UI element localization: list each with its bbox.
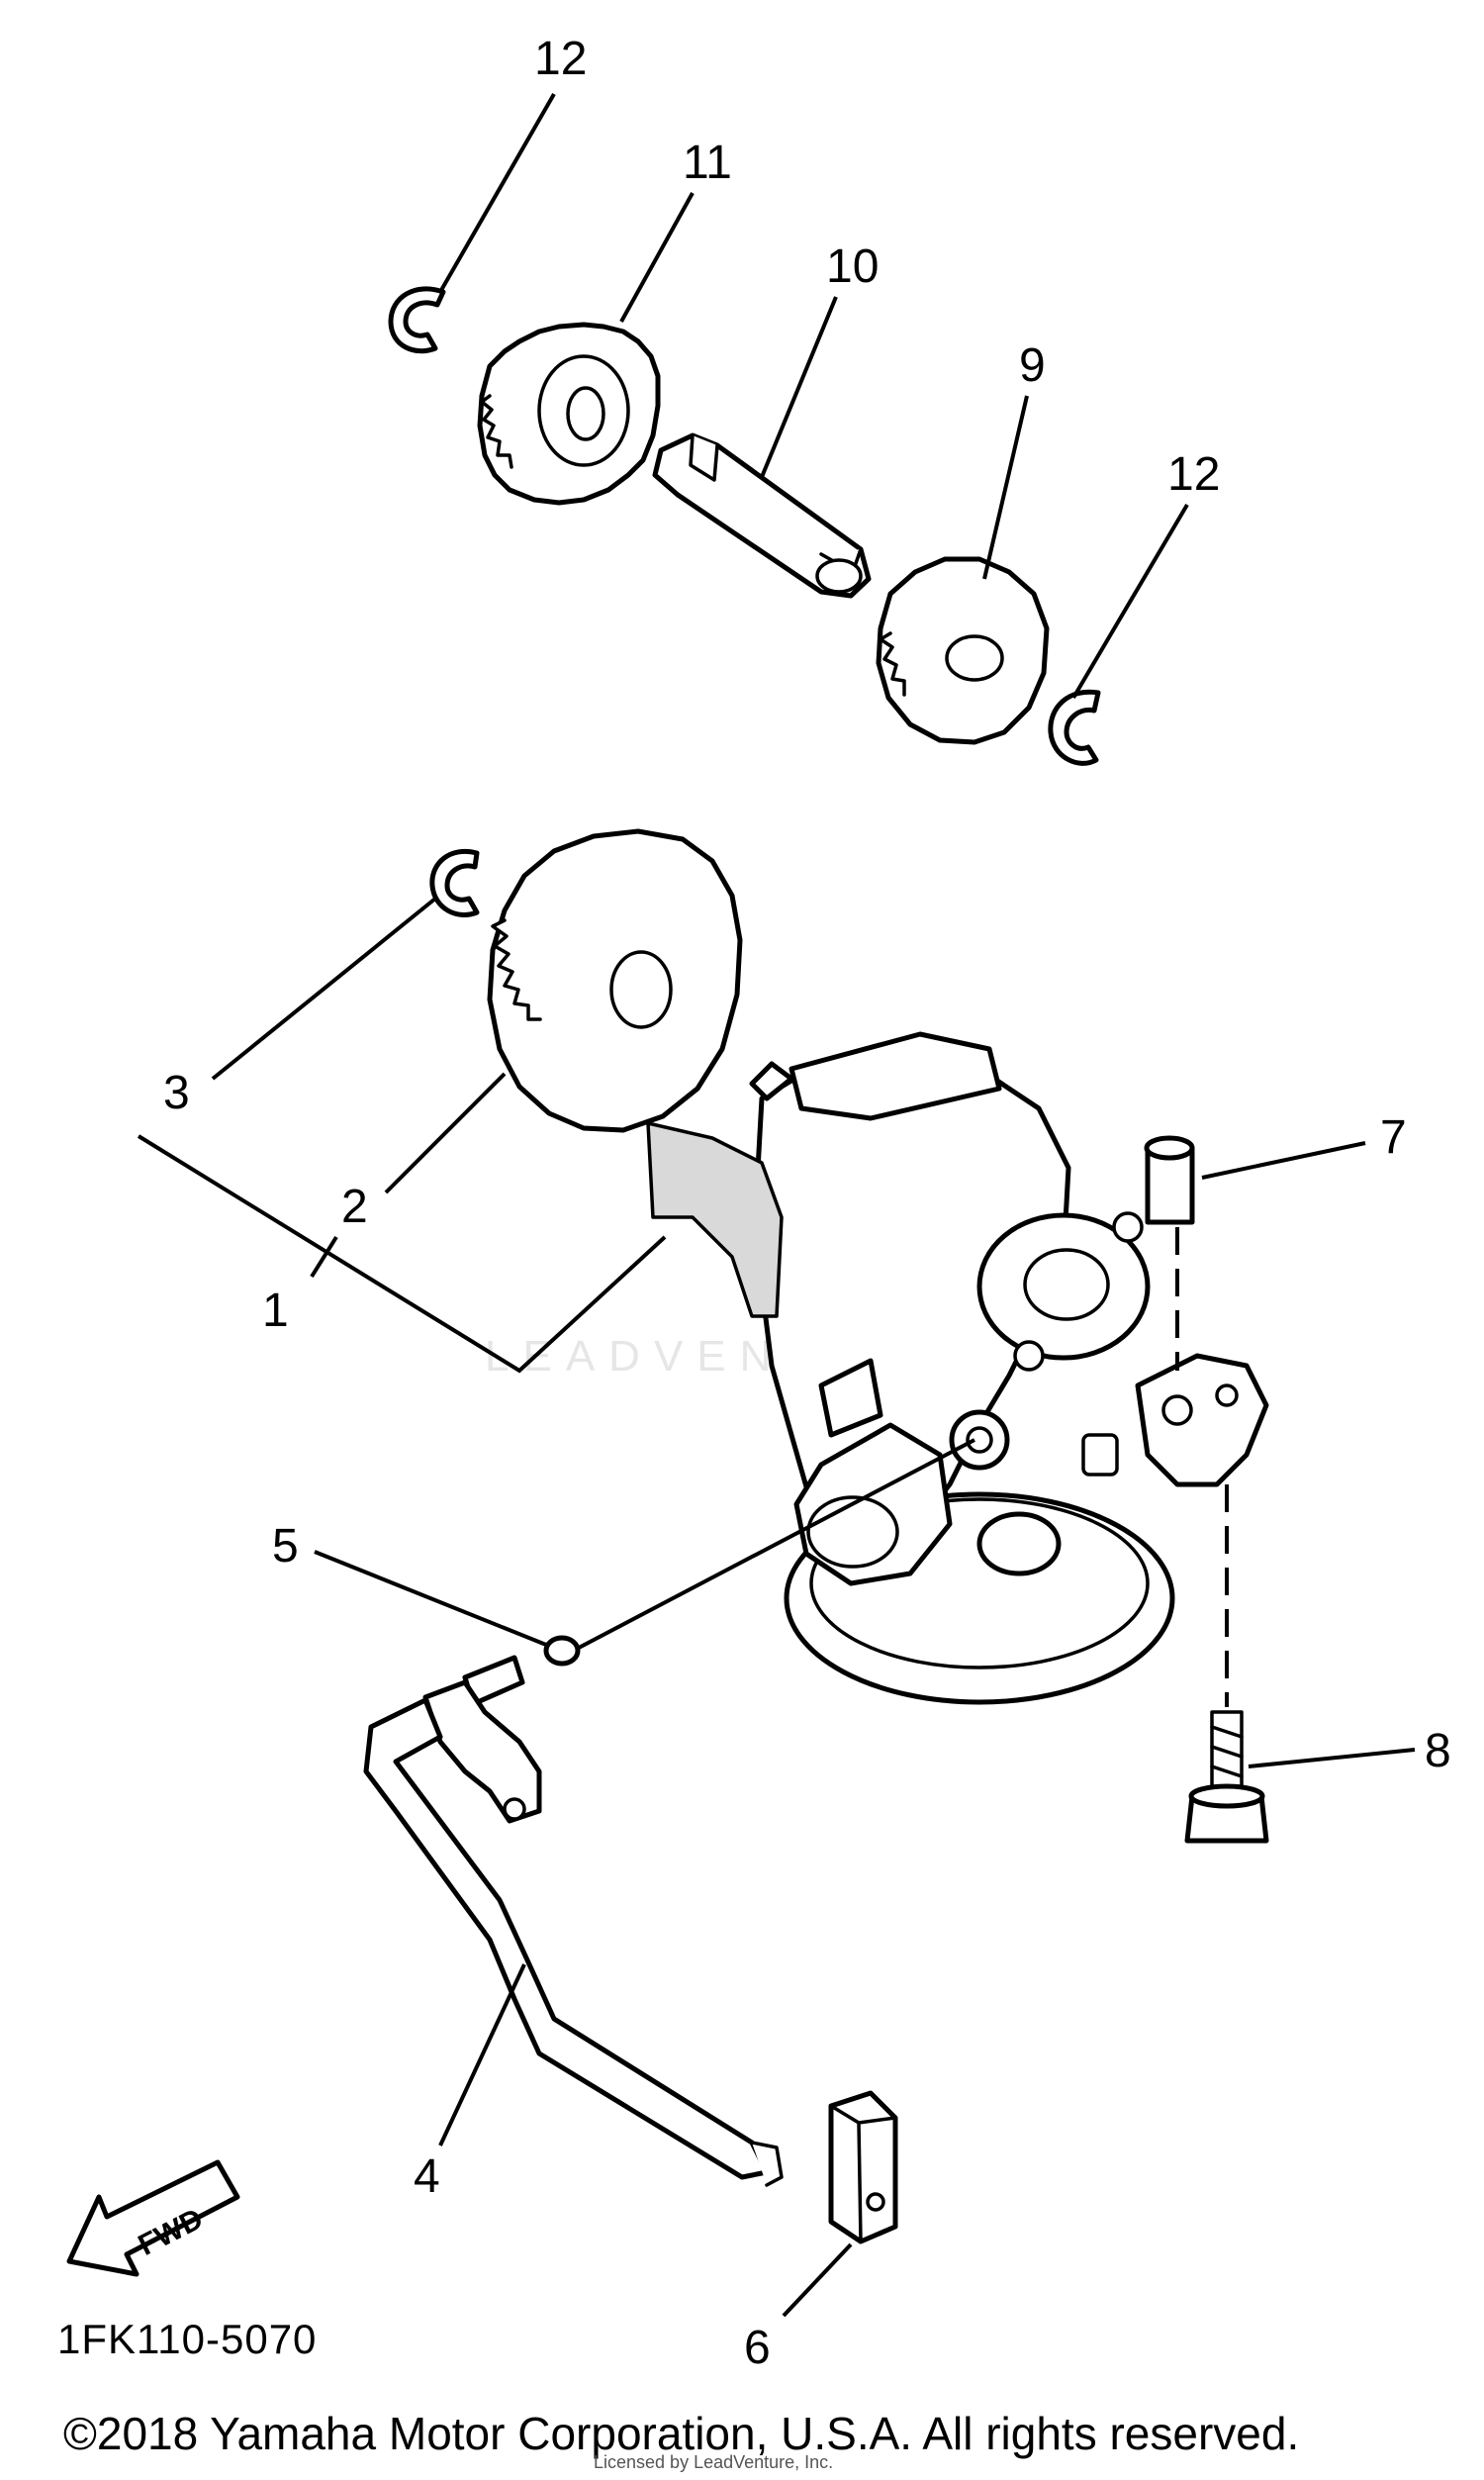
shaft-part-10 bbox=[652, 432, 872, 599]
gear-part-9 bbox=[876, 556, 1050, 745]
callout-9: 9 bbox=[1019, 339, 1046, 392]
gear-part-2 bbox=[487, 828, 743, 1133]
circlip-part-12-top bbox=[388, 286, 446, 354]
fwd-arrow: FWD bbox=[66, 2159, 240, 2277]
callout-8: 8 bbox=[1425, 1725, 1451, 1777]
licence-notice: Licensed by LeadVenture, Inc. bbox=[594, 2452, 834, 2472]
oil-pipe-part-4 bbox=[363, 1655, 784, 2187]
callout-6: 6 bbox=[744, 2322, 771, 2374]
block-part-6 bbox=[828, 2090, 898, 2244]
callout-1: 1 bbox=[262, 1285, 289, 1337]
leader-lines bbox=[137, 93, 1416, 2318]
copyright-notice: ©2018 Yamaha Motor Corporation, U.S.A. A… bbox=[63, 2408, 1300, 2459]
callout-2: 2 bbox=[341, 1181, 368, 1233]
oil-pump-body bbox=[646, 1031, 1269, 1705]
callout-11: 11 bbox=[683, 137, 732, 189]
callout-3: 3 bbox=[163, 1067, 190, 1119]
callout-12-top: 12 bbox=[534, 33, 587, 85]
o-ring-part-5 bbox=[543, 1635, 581, 1667]
diagram-code: 1FK110-5070 bbox=[57, 2316, 318, 2362]
callout-10: 10 bbox=[826, 240, 879, 293]
callout-5: 5 bbox=[272, 1520, 299, 1573]
gear-part-11 bbox=[477, 322, 661, 506]
callout-12-lower: 12 bbox=[1167, 448, 1220, 501]
callout-labels: 12 11 10 9 12 3 2 1 7 5 8 4 6 bbox=[163, 33, 1451, 2374]
callout-4: 4 bbox=[414, 2150, 440, 2203]
callout-7: 7 bbox=[1380, 1111, 1407, 1164]
bolt-part-8 bbox=[1184, 1710, 1269, 1844]
dowel-pin-part-7 bbox=[1144, 1135, 1195, 1225]
circlip-part-12-lower bbox=[1048, 689, 1101, 766]
circlip-part-3 bbox=[429, 849, 480, 917]
